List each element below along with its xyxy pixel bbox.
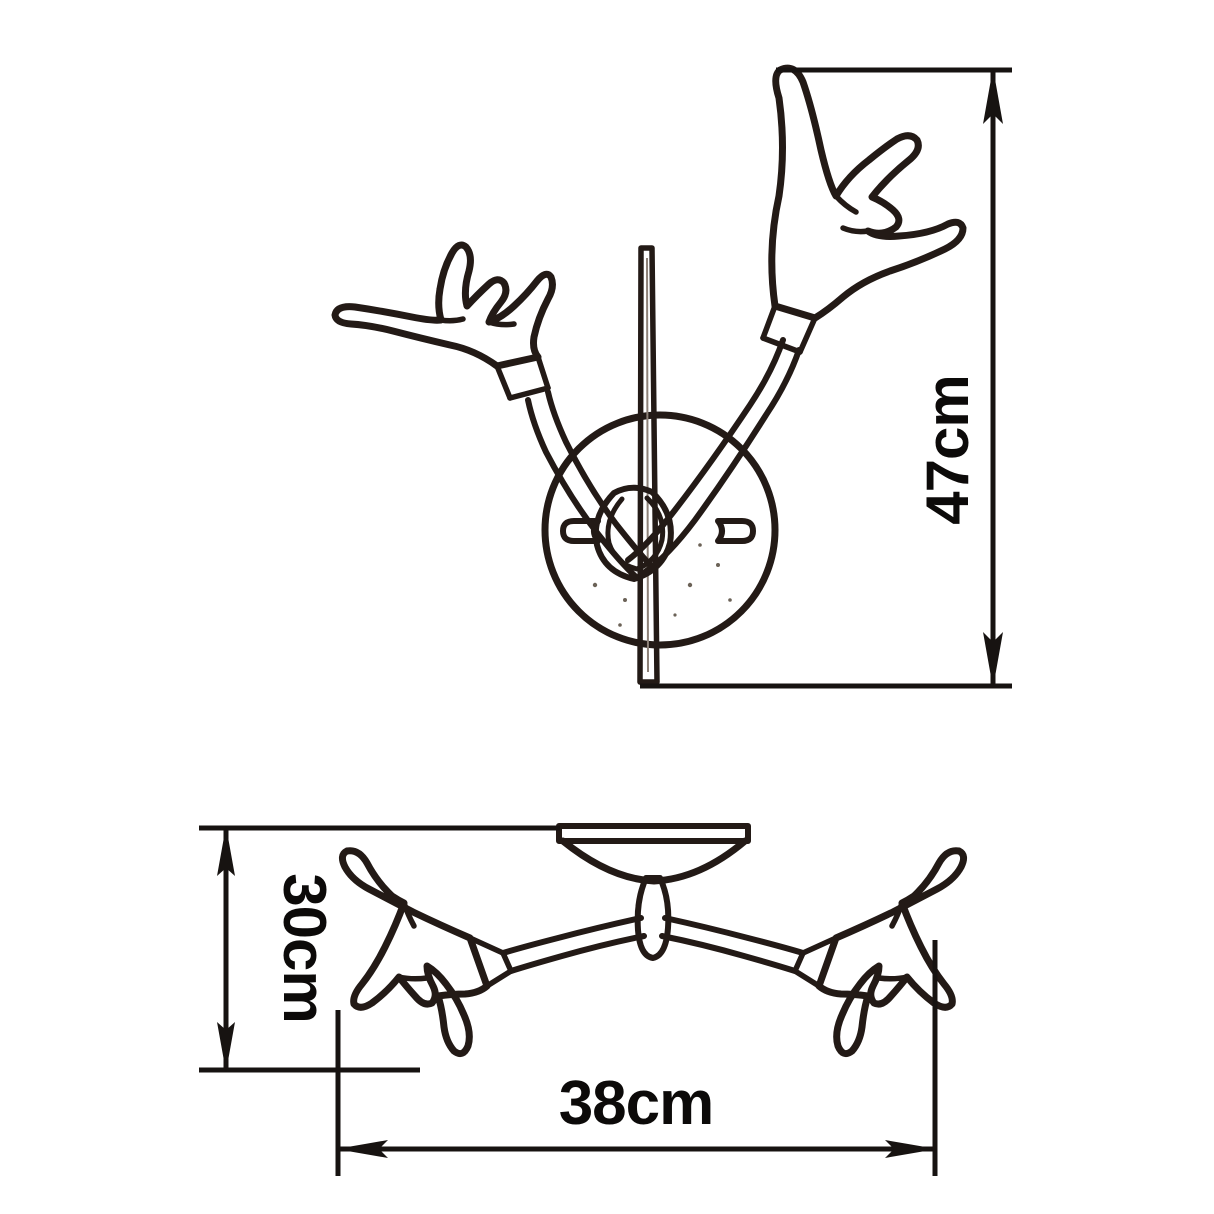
flower-shade-upper-right <box>768 64 967 322</box>
side-view-group <box>338 823 968 1058</box>
arrow-head-left <box>336 1140 388 1158</box>
flower-shade-left <box>331 241 556 370</box>
dimension-label-38cm: 38cm <box>559 1069 714 1138</box>
surface-speck <box>673 613 677 617</box>
keyhole-slot-right <box>715 518 756 544</box>
arrow-head-right <box>885 1140 937 1158</box>
surface-speck <box>623 598 627 602</box>
dimension-height-47: 47cm <box>640 67 1012 689</box>
dimension-label-30cm: 30cm <box>271 873 338 1022</box>
arm-right <box>625 337 802 575</box>
dimension-label-47cm: 47cm <box>914 375 981 524</box>
arm-left <box>525 389 656 580</box>
surface-speck <box>687 582 693 588</box>
dimension-height-30: 30cm <box>199 825 560 1073</box>
vertical-rod <box>637 245 660 685</box>
front-view-group <box>331 64 967 685</box>
surface-speck <box>698 543 702 547</box>
arrow-head-bottom <box>217 1022 235 1072</box>
ceiling-plate <box>556 823 751 885</box>
surface-speck <box>618 623 622 627</box>
surface-speck <box>592 582 598 588</box>
side-arm-left <box>500 915 647 974</box>
surface-speck <box>716 563 720 567</box>
dimension-width-38: 38cm <box>335 940 938 1176</box>
side-arm-right <box>659 915 806 974</box>
arrow-head-top <box>217 826 235 876</box>
side-flower-right <box>815 847 968 1058</box>
arrow-head-bottom <box>983 632 1003 688</box>
arrow-head-top <box>983 68 1003 124</box>
center-stem <box>634 875 672 961</box>
surface-speck <box>728 598 732 602</box>
side-flower-left <box>338 847 491 1058</box>
